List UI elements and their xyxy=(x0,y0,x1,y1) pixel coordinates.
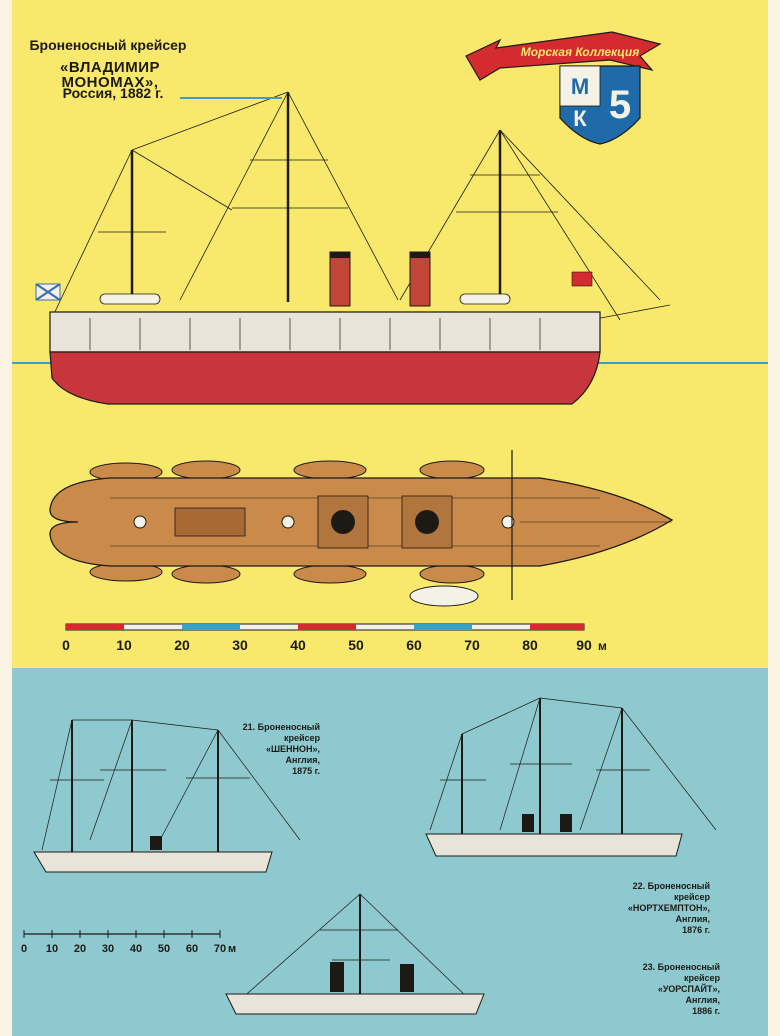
small-scale-tick: 30 xyxy=(102,943,114,955)
small-scale-tick: 40 xyxy=(130,943,142,955)
small-scale-tick: 70 xyxy=(214,943,226,955)
deck-boat xyxy=(459,293,511,305)
caption-year: 1876 г. xyxy=(682,925,710,935)
caption-ship-name: «ШЕННОН», xyxy=(266,744,320,754)
main-scale-unit: м xyxy=(598,639,607,653)
caption-number: 22. xyxy=(633,881,646,891)
main-mast-top xyxy=(281,515,295,529)
stern-flag-cross xyxy=(35,283,61,301)
main-ship-upper-hull xyxy=(49,311,601,353)
caption-number: 23. xyxy=(643,962,656,972)
caption-country: Англия, xyxy=(676,914,710,924)
badge-issue-number: 5 xyxy=(609,83,631,127)
fore-funnel-top xyxy=(331,510,355,534)
small-scale-tick: 10 xyxy=(46,943,58,955)
fore-mast-top xyxy=(501,515,515,529)
ship-23-side-view xyxy=(225,893,485,1015)
main-scale-tick: 90 xyxy=(576,637,592,653)
ship-22-caption: 22. Броненосный крейсер «НОРТХЕМПТОН», А… xyxy=(628,881,711,935)
top-view-boat xyxy=(293,460,367,480)
small-scale-tick: 0 xyxy=(21,943,27,955)
aft-funnel-cap xyxy=(410,252,430,258)
caption-subtype: крейсер xyxy=(674,892,711,902)
top-view-boat xyxy=(171,564,241,584)
caption-year: 1886 г. xyxy=(692,1006,720,1016)
ship-21-side-view xyxy=(33,719,301,873)
fore-funnel-cap xyxy=(330,252,350,258)
main-ship-lower-hull xyxy=(49,351,601,405)
caption-ship-name: «УОРСПАЙТ», xyxy=(658,983,720,994)
main-scale-tick: 60 xyxy=(406,637,422,653)
caption-country: Англия, xyxy=(686,995,720,1005)
main-scale-bar: 0 10 20 30 40 50 60 70 80 90 м xyxy=(62,623,607,653)
main-scale-tick: 0 xyxy=(62,637,70,653)
main-scale-tick: 30 xyxy=(232,637,248,653)
badge-shield-panel xyxy=(559,65,601,107)
hull-ports xyxy=(89,318,541,350)
bow-flag xyxy=(571,271,593,287)
svg-text:21. Броненосный: 21. Броненосный xyxy=(243,722,320,732)
small-scale-bar: 0 10 20 30 40 50 60 70 м xyxy=(21,930,236,955)
main-scale-tick: 80 xyxy=(522,637,538,653)
caption-type: Броненосный xyxy=(648,881,710,891)
ship-name-title: «ВЛАДИМИР МОНОМАХ», xyxy=(60,59,160,91)
caption-subtype: крейсер xyxy=(684,973,721,983)
collection-badge: Морская Коллекция М К 5 xyxy=(465,31,662,145)
small-scale-tick: 60 xyxy=(186,943,198,955)
ship-type-title: Броненосный крейсер xyxy=(29,37,187,53)
small-scale-tick: 50 xyxy=(158,943,170,955)
svg-text:23. Броненосный: 23. Броненосный xyxy=(643,962,720,972)
main-ship-top-view xyxy=(49,450,674,607)
caption-type: Броненосный xyxy=(258,722,320,732)
caption-subtype: крейсер xyxy=(284,733,321,743)
badge-ribbon-text: Морская Коллекция xyxy=(521,45,640,59)
deck-hatch xyxy=(174,507,246,537)
badge-letter-k: К xyxy=(573,106,587,131)
aft-funnel xyxy=(409,251,431,307)
main-ship-masts xyxy=(130,92,502,302)
ship-23-caption: 23. Броненосный крейсер «УОРСПАЙТ», Англ… xyxy=(643,962,721,1016)
ship-22-side-view xyxy=(425,697,717,857)
caption-number: 21. xyxy=(243,722,256,732)
main-ship-side-view xyxy=(35,91,671,405)
deck-boat xyxy=(99,293,161,305)
top-view-boat xyxy=(419,564,485,584)
launch-boat xyxy=(409,585,479,607)
mizzen-mast-top xyxy=(133,515,147,529)
fore-funnel xyxy=(329,251,351,307)
main-scale-tick: 10 xyxy=(116,637,132,653)
main-scale-tick: 40 xyxy=(290,637,306,653)
caption-country: Англия, xyxy=(286,755,320,765)
top-view-boat xyxy=(171,460,241,480)
main-scale-tick: 20 xyxy=(174,637,190,653)
ship-21-caption: 21. Броненосный крейсер «ШЕННОН», Англия… xyxy=(243,722,321,776)
caption-year: 1875 г. xyxy=(292,766,320,776)
svg-text:22. Броненосный: 22. Броненосный xyxy=(633,881,710,891)
main-scale-tick: 50 xyxy=(348,637,364,653)
badge-letter-m: М xyxy=(571,74,589,99)
aft-funnel-top xyxy=(415,510,439,534)
top-view-boat xyxy=(419,460,485,480)
small-scale-unit: м xyxy=(228,943,236,955)
caption-ship-name: «НОРТХЕМПТОН», xyxy=(628,903,710,913)
caption-type: Броненосный xyxy=(658,962,720,972)
main-scale-tick: 70 xyxy=(464,637,480,653)
small-scale-tick: 20 xyxy=(74,943,86,955)
ship-country-year: Россия, 1882 г. xyxy=(62,85,164,101)
badge-ribbon xyxy=(465,31,662,81)
top-view-boat xyxy=(293,564,367,584)
